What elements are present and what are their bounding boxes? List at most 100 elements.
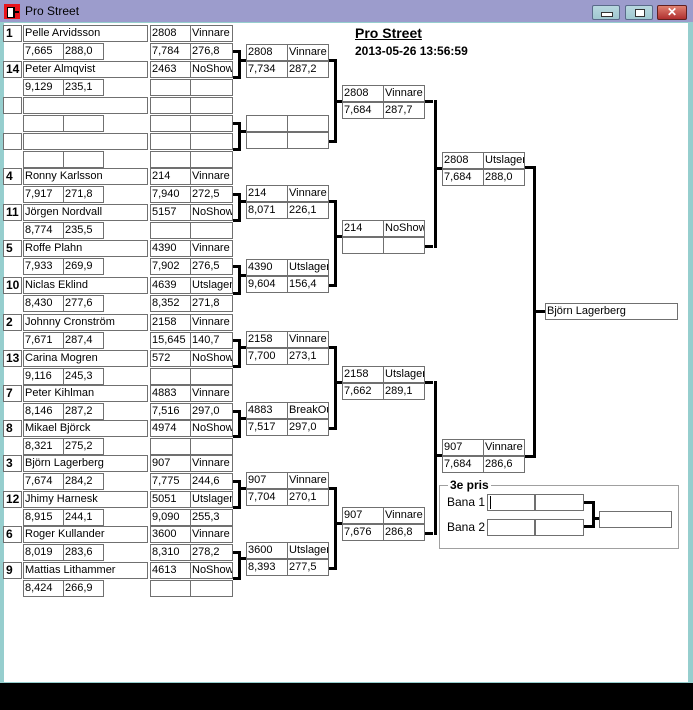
reaction-time-field[interactable]: 7,671 bbox=[23, 332, 64, 349]
elapsed-time-field[interactable]: 7,516 bbox=[150, 403, 191, 420]
reaction-time-field[interactable]: 7,665 bbox=[23, 43, 64, 60]
lane2-result-input[interactable] bbox=[535, 519, 584, 536]
lane2-car-input[interactable] bbox=[487, 519, 535, 536]
car-number-field[interactable]: 2463 bbox=[150, 61, 191, 78]
driver-name-field[interactable]: Niclas Eklind bbox=[23, 277, 148, 294]
app-icon[interactable] bbox=[4, 4, 20, 19]
trap-speed-field[interactable]: 244,6 bbox=[190, 473, 233, 490]
reaction-time-field[interactable]: 7,674 bbox=[23, 473, 64, 490]
trap-speed-field[interactable]: 297,0 bbox=[287, 419, 329, 436]
elapsed-time-field[interactable]: 7,902 bbox=[150, 258, 191, 275]
car-number-field[interactable]: 572 bbox=[150, 350, 191, 367]
trap-speed-field[interactable] bbox=[383, 237, 425, 254]
elapsed-time-field[interactable]: 7,684 bbox=[442, 456, 484, 473]
minimize-button[interactable] bbox=[592, 5, 620, 20]
result-field[interactable]: Vinnare bbox=[190, 314, 233, 331]
elapsed-time-field[interactable]: 7,676 bbox=[342, 524, 384, 541]
driver-name-field[interactable]: Johnny Cronström bbox=[23, 314, 148, 331]
reaction-time-field[interactable]: 8,774 bbox=[23, 222, 64, 239]
reaction-time-field[interactable] bbox=[23, 151, 64, 168]
driver-name-field[interactable]: Roffe Plahn bbox=[23, 240, 148, 257]
car-number-field[interactable]: 907 bbox=[246, 472, 288, 489]
trap-speed-field[interactable]: 276,5 bbox=[190, 258, 233, 275]
reaction-time-field[interactable]: 8,321 bbox=[23, 438, 64, 455]
trap-speed-field[interactable]: 286,8 bbox=[383, 524, 425, 541]
speed-field[interactable]: 283,6 bbox=[63, 544, 104, 561]
car-number-field[interactable]: 2808 bbox=[246, 44, 288, 61]
speed-field[interactable]: 269,9 bbox=[63, 258, 104, 275]
trap-speed-field[interactable]: 271,8 bbox=[190, 295, 233, 312]
elapsed-time-field[interactable]: 8,393 bbox=[246, 559, 288, 576]
elapsed-time-field[interactable] bbox=[150, 368, 191, 385]
result-field[interactable]: NoShow bbox=[383, 220, 425, 237]
car-number-field[interactable]: 5157 bbox=[150, 204, 191, 221]
trap-speed-field[interactable] bbox=[190, 79, 233, 96]
elapsed-time-field[interactable] bbox=[246, 132, 288, 149]
reaction-time-field[interactable]: 9,129 bbox=[23, 79, 64, 96]
speed-field[interactable]: 284,2 bbox=[63, 473, 104, 490]
reaction-time-field[interactable]: 8,146 bbox=[23, 403, 64, 420]
result-field[interactable]: Vinnare bbox=[287, 331, 329, 348]
elapsed-time-field[interactable] bbox=[150, 438, 191, 455]
result-field[interactable]: Vinnare bbox=[190, 385, 233, 402]
trap-speed-field[interactable]: 288,0 bbox=[483, 169, 525, 186]
speed-field[interactable]: 277,6 bbox=[63, 295, 104, 312]
trap-speed-field[interactable]: 287,2 bbox=[287, 61, 329, 78]
trap-speed-field[interactable]: 297,0 bbox=[190, 403, 233, 420]
elapsed-time-field[interactable]: 7,704 bbox=[246, 489, 288, 506]
trap-speed-field[interactable]: 276,8 bbox=[190, 43, 233, 60]
car-number-field[interactable]: 5051 bbox=[150, 491, 191, 508]
trap-speed-field[interactable]: 287,7 bbox=[383, 102, 425, 119]
car-number-field[interactable]: 907 bbox=[150, 455, 191, 472]
elapsed-time-field[interactable]: 7,775 bbox=[150, 473, 191, 490]
car-number-field[interactable]: 2158 bbox=[342, 366, 384, 383]
car-number-field[interactable]: 3600 bbox=[246, 542, 288, 559]
result-field[interactable]: Utslagen bbox=[287, 542, 329, 559]
result-field[interactable]: Vinnare bbox=[383, 507, 425, 524]
trap-speed-field[interactable] bbox=[190, 368, 233, 385]
car-number-field[interactable]: 2158 bbox=[246, 331, 288, 348]
trap-speed-field[interactable]: 273,1 bbox=[287, 348, 329, 365]
car-number-field[interactable]: 4883 bbox=[150, 385, 191, 402]
elapsed-time-field[interactable]: 7,940 bbox=[150, 186, 191, 203]
result-field[interactable]: Utslagen bbox=[190, 277, 233, 294]
driver-name-field[interactable]: Mikael Björck bbox=[23, 420, 148, 437]
elapsed-time-field[interactable] bbox=[150, 151, 191, 168]
elapsed-time-field[interactable]: 7,784 bbox=[150, 43, 191, 60]
reaction-time-field[interactable]: 8,019 bbox=[23, 544, 64, 561]
trap-speed-field[interactable]: 286,6 bbox=[483, 456, 525, 473]
result-field[interactable]: BreakOut bbox=[287, 402, 329, 419]
car-number-field[interactable]: 4390 bbox=[150, 240, 191, 257]
driver-name-field[interactable]: Pelle Arvidsson bbox=[23, 25, 148, 42]
result-field[interactable] bbox=[287, 115, 329, 132]
elapsed-time-field[interactable]: 7,662 bbox=[342, 383, 384, 400]
trap-speed-field[interactable] bbox=[190, 151, 233, 168]
reaction-time-field[interactable]: 8,430 bbox=[23, 295, 64, 312]
car-number-field[interactable] bbox=[246, 115, 288, 132]
car-number-field[interactable] bbox=[150, 97, 191, 114]
car-number-field[interactable]: 907 bbox=[342, 507, 384, 524]
elapsed-time-field[interactable]: 7,734 bbox=[246, 61, 288, 78]
elapsed-time-field[interactable]: 15,645 bbox=[150, 332, 191, 349]
car-number-field[interactable] bbox=[150, 133, 191, 150]
car-number-field[interactable]: 2808 bbox=[150, 25, 191, 42]
close-button[interactable]: ✕ bbox=[657, 5, 687, 20]
result-field[interactable]: Vinnare bbox=[190, 455, 233, 472]
result-field[interactable]: NoShow bbox=[190, 61, 233, 78]
result-field[interactable]: NoShow bbox=[190, 562, 233, 579]
elapsed-time-field[interactable]: 9,090 bbox=[150, 509, 191, 526]
trap-speed-field[interactable] bbox=[190, 222, 233, 239]
car-number-field[interactable]: 2808 bbox=[442, 152, 484, 169]
speed-field[interactable]: 235,1 bbox=[63, 79, 104, 96]
result-field[interactable]: Vinnare bbox=[383, 85, 425, 102]
result-field[interactable]: Vinnare bbox=[483, 439, 525, 456]
car-number-field[interactable]: 4390 bbox=[246, 259, 288, 276]
result-field[interactable]: Utslagen bbox=[483, 152, 525, 169]
elapsed-time-field[interactable]: 7,684 bbox=[342, 102, 384, 119]
lane1-car-input[interactable] bbox=[487, 494, 535, 511]
driver-name-field[interactable]: Peter Almqvist bbox=[23, 61, 148, 78]
elapsed-time-field[interactable]: 7,700 bbox=[246, 348, 288, 365]
result-field[interactable]: Vinnare bbox=[190, 168, 233, 185]
driver-name-field[interactable]: Roger Kullander bbox=[23, 526, 148, 543]
driver-name-field[interactable]: Carina Mogren bbox=[23, 350, 148, 367]
